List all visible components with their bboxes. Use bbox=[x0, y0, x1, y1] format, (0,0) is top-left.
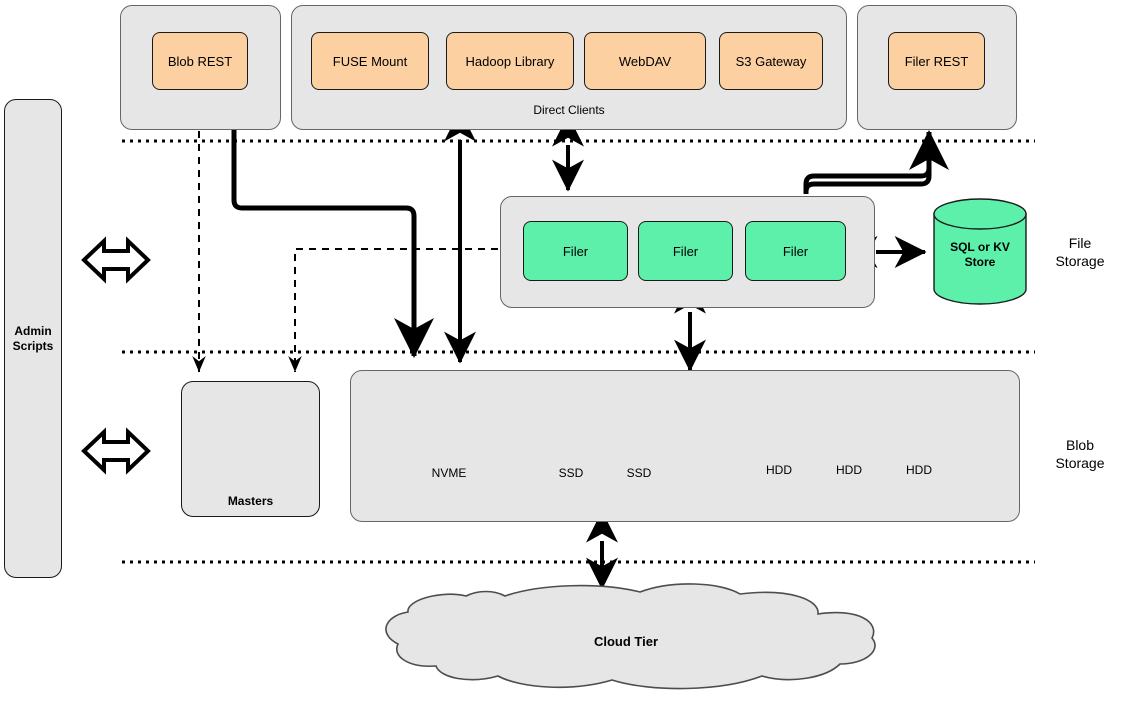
disk-label-nvme: NVME bbox=[431, 466, 467, 480]
tier-label-blob-storage: Blob Storage bbox=[1042, 437, 1118, 472]
client-blob-rest-label: Blob REST bbox=[167, 53, 233, 69]
tier-label-file-storage-line2: Storage bbox=[1055, 252, 1105, 269]
tier-label-blob-storage-line1: Blob bbox=[1065, 437, 1095, 453]
tier-label-file-storage-line1: File bbox=[1068, 235, 1092, 251]
admin-scripts-box[interactable]: Admin Scripts bbox=[4, 99, 62, 578]
filer-rest-outbound bbox=[803, 164, 932, 195]
cloud-shape bbox=[385, 583, 876, 690]
masters-label: Masters bbox=[227, 494, 274, 508]
filer-node-1[interactable]: Filer bbox=[523, 221, 628, 281]
masters-group bbox=[181, 381, 320, 517]
filer-node-3[interactable]: Filer bbox=[745, 221, 846, 281]
client-webdav-label: WebDAV bbox=[618, 53, 672, 69]
client-fuse-mount-label: FUSE Mount bbox=[332, 53, 408, 69]
filer-rest-flows bbox=[803, 129, 949, 195]
disk-label-ssd-1: SSD bbox=[558, 466, 584, 480]
client-fuse-mount[interactable]: FUSE Mount bbox=[311, 32, 429, 90]
bidirectional-arrows bbox=[444, 109, 927, 590]
disk-label-hdd-3: HDD bbox=[906, 463, 932, 477]
blob-rest-to-volumes bbox=[231, 128, 434, 359]
filer-node-2[interactable]: Filer bbox=[638, 221, 733, 281]
admin-hollow-arrows bbox=[81, 236, 151, 475]
tier-label-file-storage: File Storage bbox=[1042, 235, 1118, 270]
metastore-label-line2: Store bbox=[964, 255, 996, 269]
admin-scripts-label: Admin Scripts bbox=[13, 324, 54, 354]
cloud-tier-label: Cloud Tier bbox=[593, 634, 659, 649]
admin-blob-tier-hollow-arrow bbox=[81, 427, 151, 475]
blob-rest-flows bbox=[231, 128, 434, 359]
filer-node-3-label: Filer bbox=[782, 243, 809, 259]
client-blob-rest[interactable]: Blob REST bbox=[152, 32, 248, 90]
client-s3-gateway-label: S3 Gateway bbox=[735, 53, 807, 69]
client-hadoop-library-label: Hadoop Library bbox=[465, 53, 555, 69]
direct-clients-caption: Direct Clients bbox=[533, 103, 605, 117]
admin-scripts-label-line2: Scripts bbox=[12, 338, 54, 353]
admin-control-flows bbox=[192, 131, 875, 372]
filer-node-2-label: Filer bbox=[672, 243, 699, 259]
client-filer-rest[interactable]: Filer REST bbox=[888, 32, 985, 90]
disk-label-ssd-2: SSD bbox=[626, 466, 652, 480]
filer-node-1-label: Filer bbox=[562, 243, 589, 259]
client-hadoop-library[interactable]: Hadoop Library bbox=[446, 32, 574, 90]
client-s3-gateway[interactable]: S3 Gateway bbox=[719, 32, 823, 90]
metastore-label: SQL or KV Store bbox=[930, 240, 1030, 270]
admin-scripts-label-line1: Admin bbox=[14, 323, 52, 338]
metastore-label-line1: SQL or KV bbox=[950, 240, 1010, 254]
disk-label-hdd-1: HDD bbox=[766, 463, 792, 477]
client-filer-rest-label: Filer REST bbox=[904, 53, 969, 69]
disk-label-hdd-2: HDD bbox=[836, 463, 862, 477]
tier-label-blob-storage-line2: Storage bbox=[1055, 454, 1105, 471]
client-webdav[interactable]: WebDAV bbox=[584, 32, 706, 90]
metastore-cylinder bbox=[933, 198, 1027, 305]
volume-servers-group bbox=[350, 370, 1020, 522]
admin-file-tier-hollow-arrow bbox=[81, 236, 151, 284]
